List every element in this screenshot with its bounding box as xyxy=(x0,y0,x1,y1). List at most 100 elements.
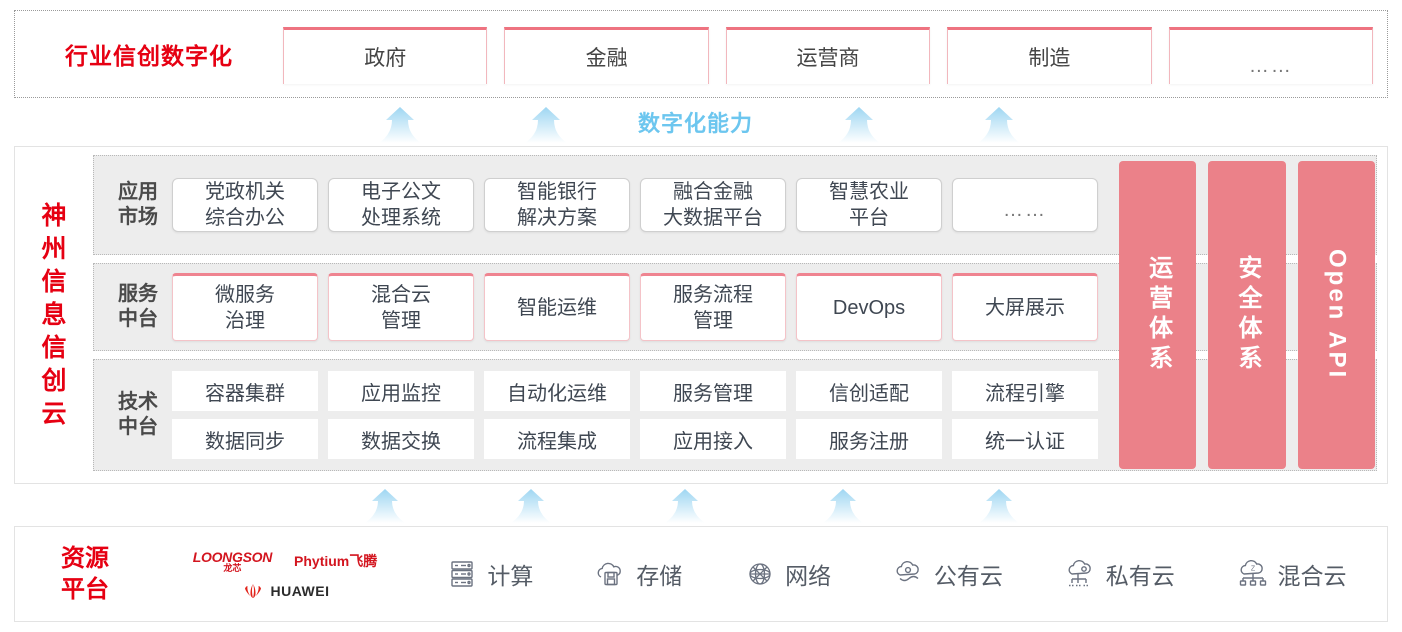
cloud-panel-body: 应用 市场 党政机关 综合办公 电子公文 处理系统 智能银行 解决方案 xyxy=(93,147,1387,483)
industry-card-list: 政府 金融 运营商 制造 …… xyxy=(283,24,1387,84)
service-card-line2: 管理 xyxy=(693,310,733,332)
private-cloud-icon xyxy=(1064,557,1098,591)
pillar-open-api[interactable]: Open API xyxy=(1297,161,1375,469)
resource-item-storage[interactable]: 存储 xyxy=(594,557,682,591)
tech-card-service-mgmt[interactable]: 服务管理 xyxy=(640,371,786,411)
tech-card-service-registry[interactable]: 服务注册 xyxy=(796,419,942,459)
cloud-title-char: 神 xyxy=(41,201,67,230)
cloud-title-char: 创 xyxy=(41,366,67,395)
service-card-microservice-governance[interactable]: 微服务 治理 xyxy=(172,273,318,341)
cloud-title-char: 信 xyxy=(41,267,67,296)
tech-card-data-exchange[interactable]: 数据交换 xyxy=(328,419,474,459)
cloud-title-char: 云 xyxy=(41,399,67,428)
app-card-line1: 智能银行 xyxy=(517,181,597,203)
industry-card-government[interactable]: 政府 xyxy=(283,27,488,84)
app-card-edoc-system[interactable]: 电子公文 处理系统 xyxy=(328,178,474,232)
service-card-line1: 服务流程 xyxy=(673,284,753,306)
vendor-logo-row: HUAWEI xyxy=(241,583,330,599)
app-card-line2: 平台 xyxy=(849,207,889,229)
resource-panel: 资源 平台 LOONGSON 龙芯 Phytium飞腾 HUAWEI xyxy=(14,526,1388,622)
cloud-panel: 神 州 信 息 信 创 云 应用 市场 党政机关 综合办公 xyxy=(14,146,1388,484)
app-card-smart-agriculture[interactable]: 智慧农业 平台 xyxy=(796,178,942,232)
resource-item-compute[interactable]: 计算 xyxy=(445,557,533,591)
industry-card-label: 金融 xyxy=(585,47,628,70)
resource-item-private-cloud[interactable]: 私有云 xyxy=(1064,557,1175,591)
industry-card-label: 运营商 xyxy=(796,47,860,70)
pillar-list: 运营体系 安全体系 Open API xyxy=(1119,161,1375,469)
resource-item-label: 公有云 xyxy=(933,563,1003,589)
svg-text:Z: Z xyxy=(1250,566,1255,573)
resource-item-label: 存储 xyxy=(636,563,683,589)
service-card-line1: 智能运维 xyxy=(517,297,597,319)
service-card-dashboard[interactable]: 大屏展示 xyxy=(952,273,1098,341)
cloud-title-char: 信 xyxy=(41,333,67,362)
cloud-title-char: 州 xyxy=(41,234,67,263)
resource-title-line: 平台 xyxy=(61,576,109,603)
resource-item-hybrid-cloud[interactable]: Z 混合云 xyxy=(1236,557,1347,591)
app-card-more[interactable]: …… xyxy=(952,178,1098,232)
huawei-logo-text: HUAWEI xyxy=(270,582,330,599)
band-label-line: 中台 xyxy=(118,416,158,438)
resource-item-public-cloud[interactable]: 公有云 xyxy=(892,557,1003,591)
industry-card-label: 制造 xyxy=(1028,47,1071,70)
tech-card-unified-auth[interactable]: 统一认证 xyxy=(952,419,1098,459)
service-card-hybrid-cloud-mgmt[interactable]: 混合云 管理 xyxy=(328,273,474,341)
industry-card-operator[interactable]: 运营商 xyxy=(725,27,931,84)
tech-card-data-sync[interactable]: 数据同步 xyxy=(172,419,318,459)
industry-band-title: 行业信创数字化 xyxy=(65,43,233,69)
app-card-line2: 大数据平台 xyxy=(663,207,763,229)
app-card-line1: 党政机关 xyxy=(205,181,285,203)
pillar-security-system[interactable]: 安全体系 xyxy=(1208,161,1286,469)
app-card-finance-bigdata[interactable]: 融合金融 大数据平台 xyxy=(640,178,786,232)
tech-card-container-cluster[interactable]: 容器集群 xyxy=(172,371,318,411)
band-label-line: 应用 xyxy=(118,181,158,203)
resource-item-label: 计算 xyxy=(487,563,534,589)
app-card-line1: 智慧农业 xyxy=(829,181,909,203)
resource-item-network[interactable]: 网络 xyxy=(743,557,831,591)
service-card-process-mgmt[interactable]: 服务流程 管理 xyxy=(640,273,786,341)
service-card-aiops[interactable]: 智能运维 xyxy=(484,273,630,341)
public-cloud-icon xyxy=(892,557,926,591)
vendor-logo-list: LOONGSON 龙芯 Phytium飞腾 HUAWEI xyxy=(155,550,415,599)
capability-arrow-strip: 数字化能力 xyxy=(14,100,1388,144)
industry-card-label: …… xyxy=(1248,55,1293,77)
application-card-list: 党政机关 综合办公 电子公文 处理系统 智能银行 解决方案 融合金融 大数据平台 xyxy=(172,178,1366,232)
cloud-panel-title: 神 州 信 息 信 创 云 xyxy=(15,147,93,483)
tech-card-automated-ops[interactable]: 自动化运维 xyxy=(484,371,630,411)
network-icon xyxy=(743,557,777,591)
technical-card-row: 数据同步 数据交换 流程集成 应用接入 服务注册 统一认证 xyxy=(172,419,1098,459)
industry-card-label: 政府 xyxy=(364,47,407,70)
band-label-application-market: 应用 市场 xyxy=(104,180,172,230)
arrow-up-icon xyxy=(523,106,569,144)
pillar-operation-system[interactable]: 运营体系 xyxy=(1119,161,1197,469)
arrow-up-icon xyxy=(976,106,1022,144)
arrow-up-icon xyxy=(362,488,408,524)
tech-card-app-access[interactable]: 应用接入 xyxy=(640,419,786,459)
tech-card-process-engine[interactable]: 流程引擎 xyxy=(952,371,1098,411)
tech-card-process-integration[interactable]: 流程集成 xyxy=(484,419,630,459)
technical-card-grid: 容器集群 应用监控 自动化运维 服务管理 信创适配 流程引擎 数据同步 数据交换… xyxy=(172,371,1366,459)
industry-card-finance[interactable]: 金融 xyxy=(504,27,709,84)
app-card-smart-bank[interactable]: 智能银行 解决方案 xyxy=(484,178,630,232)
tech-card-app-monitoring[interactable]: 应用监控 xyxy=(328,371,474,411)
band-label-line: 技术 xyxy=(118,391,158,413)
phytium-logo: Phytium飞腾 xyxy=(294,553,378,569)
arrow-up-icon xyxy=(508,488,554,524)
vendor-logo-row: LOONGSON 龙芯 Phytium飞腾 xyxy=(193,550,378,573)
tech-card-xinchuang-adaptation[interactable]: 信创适配 xyxy=(796,371,942,411)
service-card-devops[interactable]: DevOps xyxy=(796,273,942,341)
app-card-government-office[interactable]: 党政机关 综合办公 xyxy=(172,178,318,232)
resource-item-label: 私有云 xyxy=(1105,563,1175,589)
resource-panel-title: 资源 平台 xyxy=(15,543,155,605)
band-label-technical-middle-platform: 技术 中台 xyxy=(104,390,172,440)
capability-label: 数字化能力 xyxy=(638,111,754,136)
app-card-line1: …… xyxy=(1003,199,1047,221)
arrow-up-icon xyxy=(976,488,1022,524)
cloud-storage-icon xyxy=(594,557,628,591)
huawei-flower-icon xyxy=(241,583,265,599)
industry-card-manufacturing[interactable]: 制造 xyxy=(947,27,1152,84)
technical-card-row: 容器集群 应用监控 自动化运维 服务管理 信创适配 流程引擎 xyxy=(172,371,1098,411)
industry-card-more[interactable]: …… xyxy=(1168,27,1374,84)
resource-arrow-strip xyxy=(14,486,1388,526)
